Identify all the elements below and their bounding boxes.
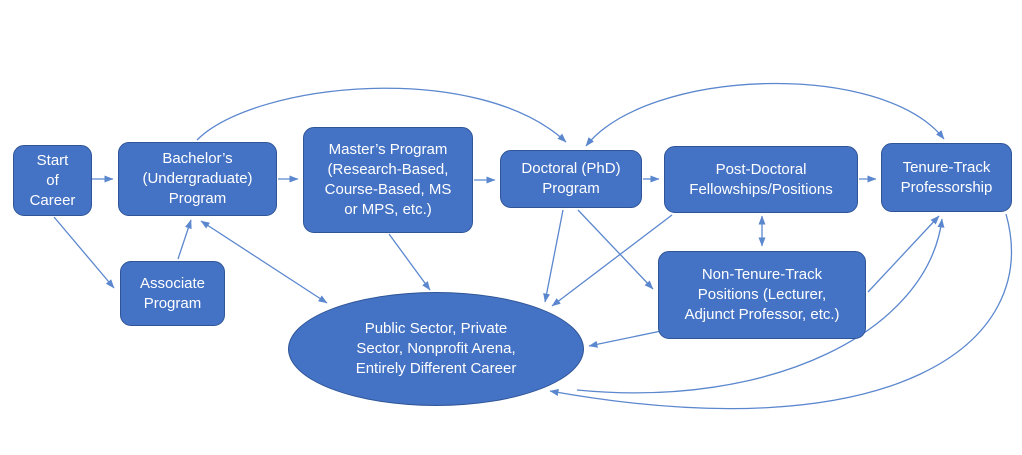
edge-doctoral-to-nontenure xyxy=(577,209,654,290)
node-label: Master’s Program (Research-Based, Course… xyxy=(324,141,452,218)
node-label: Start of Career xyxy=(29,151,76,209)
edge-bachelors-to-outside xyxy=(200,220,328,304)
node-tenure-track-professorship: Tenure-Track Professorship xyxy=(881,143,1012,212)
edge-postdoc-to-outside xyxy=(551,214,673,307)
node-outside-academia-sectors: Public Sector, Private Sector, Nonprofit… xyxy=(288,292,584,406)
node-label: Associate Program xyxy=(139,274,206,312)
node-label: Doctoral (PhD) Program xyxy=(521,160,621,197)
edge-nontenure-to-tenure xyxy=(867,215,940,293)
node-start-of-career: Start of Career xyxy=(13,145,92,216)
node-label: Post-Doctoral Fellowships/Positions xyxy=(689,160,833,198)
node-non-tenure-track-positions: Non-Tenure-Track Positions (Lecturer, Ad… xyxy=(658,251,866,339)
node-label: Tenure-Track Professorship xyxy=(900,158,993,196)
node-label: Non-Tenure-Track Positions (Lecturer, Ad… xyxy=(684,266,840,323)
edge-masters-to-outside xyxy=(388,233,431,291)
edge-bachelors-to-doctoral xyxy=(196,87,567,143)
node-masters-program: Master’s Program (Research-Based, Course… xyxy=(303,127,473,233)
node-doctoral-program: Doctoral (PhD) Program xyxy=(500,150,642,208)
node-associate-program: Associate Program xyxy=(120,261,225,326)
edge-associate-to-bachelors xyxy=(177,219,192,260)
edge-start-to-associate xyxy=(53,216,115,289)
node-label: Bachelor’s (Undergraduate) Program xyxy=(142,150,253,207)
node-postdoctoral-fellowships: Post-Doctoral Fellowships/Positions xyxy=(664,146,858,213)
edge-doctoral-to-outside xyxy=(543,209,564,303)
edge-outside-to-tenure xyxy=(576,218,945,394)
edge-doctoral-to-tenure xyxy=(585,82,945,147)
node-bachelors-program: Bachelor’s (Undergraduate) Program xyxy=(118,142,277,216)
edge-tenure-to-outside xyxy=(549,213,1012,410)
edge-nontenure-to-outside xyxy=(588,329,667,348)
node-label: Public Sector, Private Sector, Nonprofit… xyxy=(355,320,517,377)
